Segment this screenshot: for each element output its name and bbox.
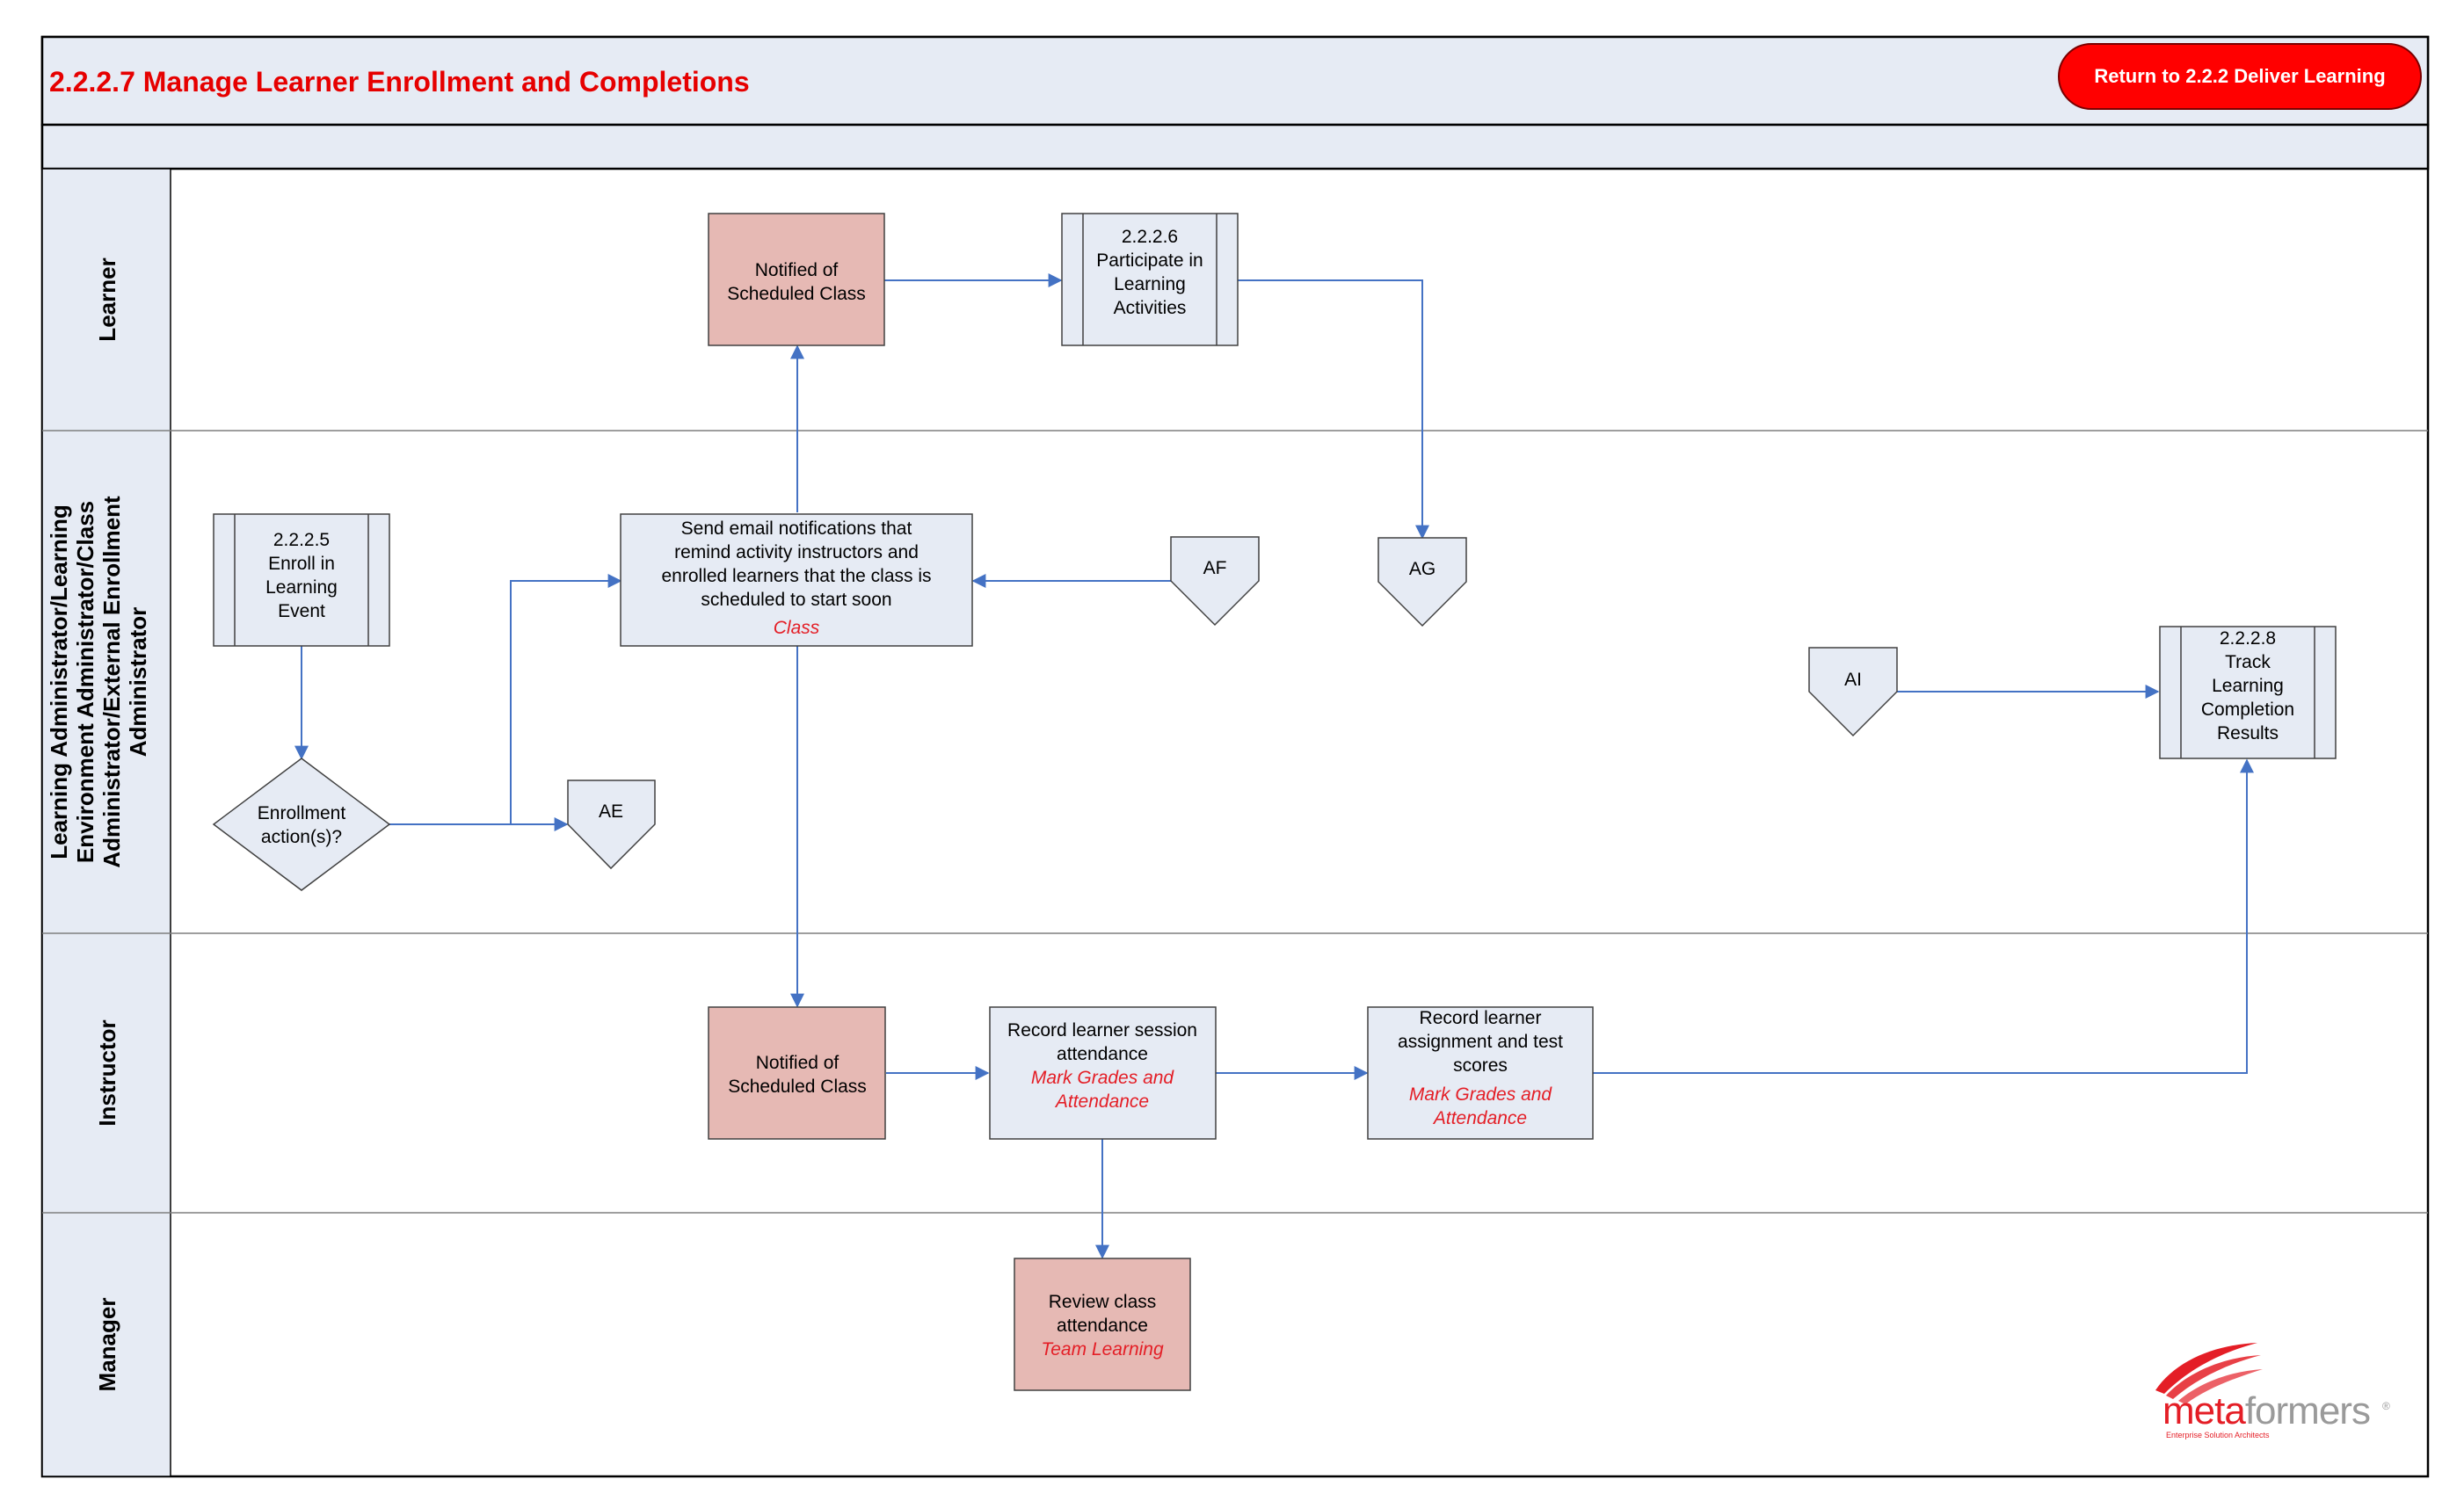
offpage-connector-ae-label: AE (599, 801, 623, 822)
lane-label-learner: Learner (94, 257, 120, 341)
flow-connectors (294, 273, 2254, 1259)
logo-tagline: Enterprise Solution Architects (2166, 1431, 2270, 1439)
offpage-connector-af-label: AF (1203, 558, 1227, 578)
subheader-band (40, 123, 2430, 170)
link-team-learning[interactable]: Team Learning (1041, 1339, 1164, 1360)
logo-registered: ® (2382, 1400, 2390, 1412)
logo-swoosh-icon (2155, 1343, 2257, 1394)
offpage-connector-ai[interactable]: AI (1808, 647, 1898, 737)
flow-scores-to-track (1592, 758, 2254, 1074)
return-button[interactable]: Return to 2.2.2 Deliver Learning (2058, 43, 2422, 110)
flow-decision-to-email (510, 574, 622, 824)
title-bar (40, 35, 2430, 127)
lane-label-admin-line: Environment Administrator/Class (72, 501, 98, 863)
offpage-connector-ai-label: AI (1844, 670, 1862, 690)
metaformers-logo: metaformers ® Enterprise Solution Archit… (2155, 1343, 2390, 1439)
logo-wordmark: metaformers (2162, 1389, 2370, 1432)
lane-label-admin-line: Administrator/External Enrollment (98, 496, 125, 868)
offpage-connector-af[interactable]: AF (1170, 536, 1260, 627)
return-button-label[interactable]: Return to 2.2.2 Deliver Learning (2094, 65, 2385, 87)
lane-label-admin-line: Administrator (125, 607, 151, 757)
link-class[interactable]: Class (774, 618, 820, 638)
offpage-connector-ag[interactable]: AG (1377, 537, 1467, 627)
lane-label-column (41, 168, 171, 1477)
lane-label-admin-line: Learning Administrator/Learning (46, 504, 72, 859)
offpage-connector-ag-label: AG (1409, 559, 1436, 579)
lane-label-manager: Manager (94, 1298, 120, 1392)
lane-label-instructor: Instructor (94, 1019, 120, 1126)
page-title: 2.2.2.7 Manage Learner Enrollment and Co… (49, 66, 750, 98)
flow-participate-to-ag (1238, 279, 1429, 540)
offpage-connector-ae[interactable]: AE (567, 780, 656, 870)
lane-label-admin: Learning Administrator/LearningEnvironme… (46, 496, 151, 868)
